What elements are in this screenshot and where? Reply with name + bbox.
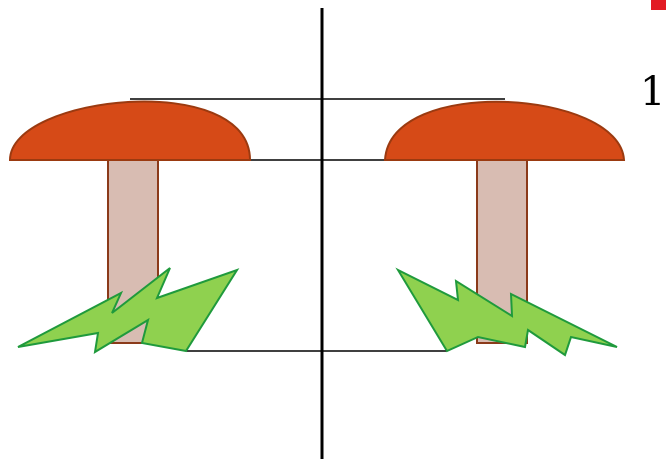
edge-number: 1 bbox=[640, 70, 665, 114]
right-mushroom-cap bbox=[385, 102, 624, 160]
left-mushroom-cap bbox=[10, 102, 250, 160]
